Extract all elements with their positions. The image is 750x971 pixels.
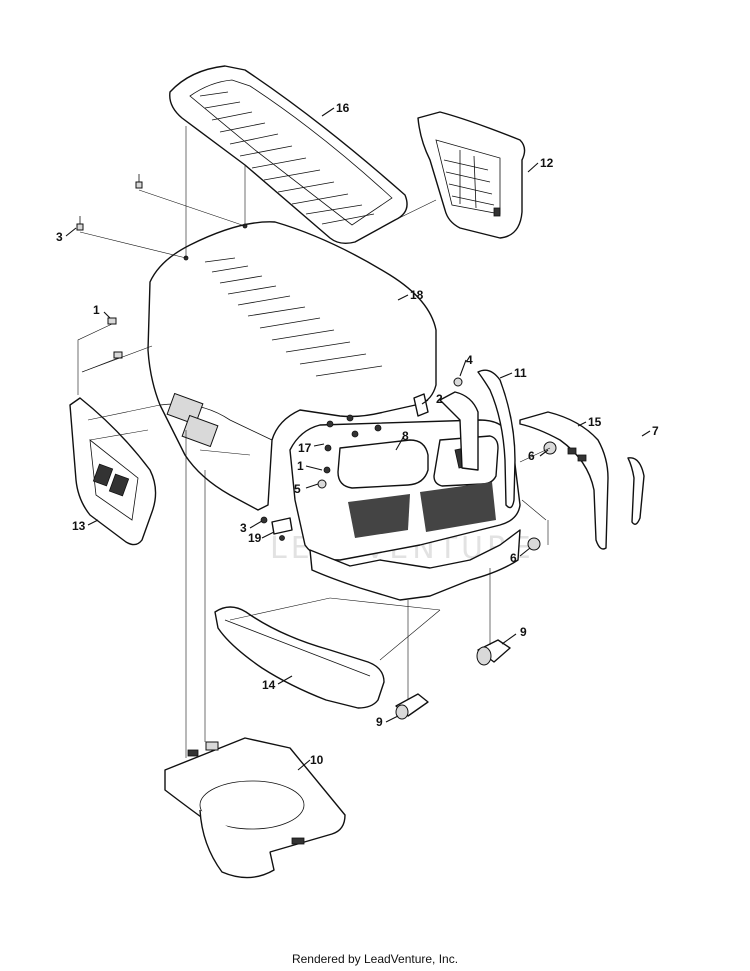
part-7-trim-strip[interactable] <box>627 457 645 525</box>
hardware-light-9b[interactable] <box>395 693 429 720</box>
callout-1b: 1 <box>297 459 304 473</box>
part-12-side-panel[interactable] <box>417 111 526 239</box>
hardware-screw-top[interactable] <box>135 174 143 189</box>
callout-3a: 3 <box>56 230 63 244</box>
callout-15: 15 <box>588 415 602 429</box>
callout-5: 5 <box>294 482 301 496</box>
part-18-hood[interactable] <box>147 221 437 511</box>
callout-12: 12 <box>540 156 554 170</box>
part-15-right-panel[interactable] <box>519 411 609 550</box>
callout-3b: 3 <box>240 521 247 535</box>
callout-pointer-lines <box>65 107 651 771</box>
callout-10: 10 <box>310 753 324 767</box>
callout-18: 18 <box>410 288 424 302</box>
assembly-leader-lines <box>77 126 551 758</box>
callout-14: 14 <box>262 678 276 692</box>
part-13-side-panel-left[interactable] <box>69 397 157 546</box>
callout-11: 11 <box>514 366 527 380</box>
hardware-washer-5[interactable] <box>317 479 327 489</box>
hardware-clip-1b[interactable] <box>323 466 331 474</box>
callout-2: 2 <box>436 392 443 406</box>
hardware-nut-4[interactable] <box>453 377 463 387</box>
part-10-bottom-tray[interactable] <box>164 737 346 879</box>
hardware-screw-3a[interactable] <box>76 216 84 231</box>
callout-16: 16 <box>336 101 350 115</box>
hardware-clip-1a[interactable] <box>107 317 117 325</box>
part-16-vent-grille[interactable] <box>169 65 408 245</box>
callout-4: 4 <box>466 353 473 367</box>
callout-9a: 9 <box>520 625 527 639</box>
callout-labels: 16 12 3 18 1 4 11 2 15 17 8 6 7 1 5 13 3… <box>56 101 659 767</box>
part-11-right-trim[interactable] <box>439 369 516 509</box>
callout-6b: 6 <box>510 551 517 565</box>
callout-17: 17 <box>298 441 312 455</box>
callout-6a: 6 <box>528 449 535 463</box>
callout-8: 8 <box>402 429 409 443</box>
hardware-light-9a[interactable] <box>476 639 511 666</box>
hardware-nuts-17[interactable] <box>324 414 382 452</box>
callout-19: 19 <box>248 531 262 545</box>
hardware-clip-lower[interactable] <box>113 351 123 359</box>
part-14-foot-panel[interactable] <box>214 606 385 709</box>
hardware-bracket-2[interactable] <box>413 393 429 417</box>
hardware-bumper-6b[interactable] <box>527 537 541 551</box>
callout-9b: 9 <box>376 715 383 729</box>
callout-13: 13 <box>72 519 86 533</box>
callout-1a: 1 <box>93 303 100 317</box>
hardware-clip-tray[interactable] <box>205 741 219 751</box>
render-credit: Rendered by LeadVenture, Inc. <box>291 952 459 966</box>
callout-7: 7 <box>652 424 659 438</box>
front-bumper[interactable] <box>309 529 521 601</box>
hardware-bracket-19[interactable] <box>260 516 293 541</box>
